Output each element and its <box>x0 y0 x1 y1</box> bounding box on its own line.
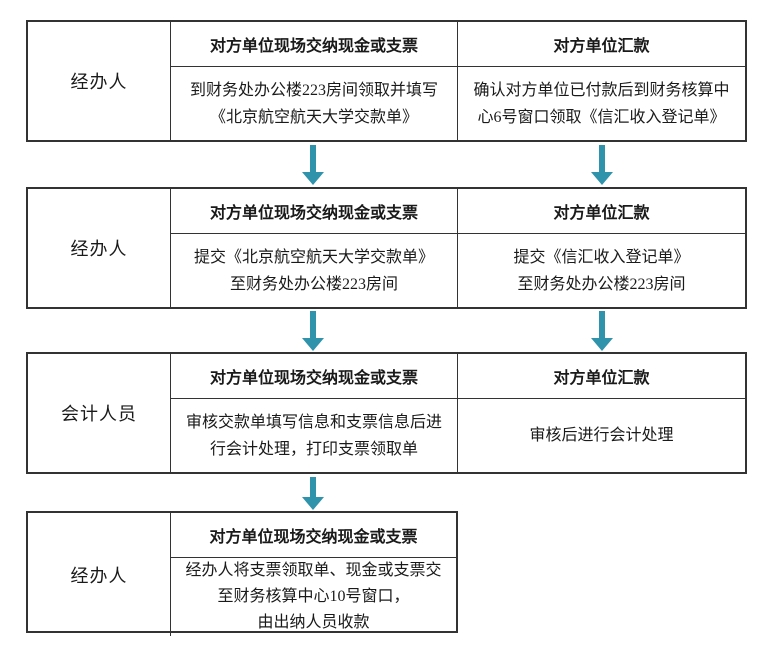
stage-2-remit-header: 对方单位汇款 <box>458 189 745 234</box>
stage-2: 经办人 对方单位现场交纳现金或支票 提交《北京航空航天大学交款单》 至财务处办公… <box>26 187 747 309</box>
stage-1-remit-body: 确认对方单位已付款后到财务核算中 心6号窗口领取《信汇收入登记单》 <box>473 81 730 126</box>
arrow-shaft <box>310 145 316 172</box>
stage-3-remit-body: 审核后进行会计处理 <box>529 427 674 444</box>
stage-2-role: 经办人 <box>28 189 171 307</box>
stage-2-remit-column: 对方单位汇款 提交《信汇收入登记单》 至财务处办公楼223房间 <box>457 189 745 307</box>
stage-1-remit-column: 对方单位汇款 确认对方单位已付款后到财务核算中 心6号窗口领取《信汇收入登记单》 <box>457 22 745 140</box>
stage-3-cash-body: 审核交款单填写信息和支票信息后进 行会计处理，打印支票领取单 <box>185 413 442 458</box>
arrow-head <box>302 338 324 351</box>
stage-2-cash-column: 对方单位现场交纳现金或支票 提交《北京航空航天大学交款单》 至财务处办公楼223… <box>171 189 457 307</box>
stage-4-cash-column: 对方单位现场交纳现金或支票 经办人将支票领取单、现金或支票交 至财务核算中心10… <box>171 513 456 636</box>
down-arrow-icon <box>302 477 324 510</box>
stage-1-cash-body: 到财务处办公楼223房间领取并填写 《北京航空航天大学交款单》 <box>189 81 438 126</box>
arrow-shaft <box>310 477 316 497</box>
stage-3: 会计人员 对方单位现场交纳现金或支票 审核交款单填写信息和支票信息后进 行会计处… <box>26 352 747 474</box>
down-arrow-icon <box>302 145 324 185</box>
arrow-head <box>302 497 324 510</box>
arrow-head <box>302 172 324 185</box>
arrow-shaft <box>599 311 605 338</box>
stage-1-cash-column: 对方单位现场交纳现金或支票 到财务处办公楼223房间领取并填写 《北京航空航天大… <box>171 22 457 140</box>
stage-4-cash-header: 对方单位现场交纳现金或支票 <box>171 513 456 558</box>
stage-1-cash-header: 对方单位现场交纳现金或支票 <box>171 22 457 67</box>
stage-3-remit-header: 对方单位汇款 <box>458 354 745 399</box>
stage-3-remit-column: 对方单位汇款 审核后进行会计处理 <box>457 354 745 472</box>
stage-2-remit-body: 提交《信汇收入登记单》 至财务处办公楼223房间 <box>513 248 690 293</box>
stage-2-cash-header: 对方单位现场交纳现金或支票 <box>171 189 457 234</box>
down-arrow-icon <box>591 145 613 185</box>
stage-4-role: 经办人 <box>28 513 171 636</box>
stage-1-role: 经办人 <box>28 22 171 140</box>
down-arrow-icon <box>302 311 324 351</box>
arrow-head <box>591 338 613 351</box>
stage-3-cash-column: 对方单位现场交纳现金或支票 审核交款单填写信息和支票信息后进 行会计处理，打印支… <box>171 354 457 472</box>
arrow-head <box>591 172 613 185</box>
stage-3-role: 会计人员 <box>28 354 171 472</box>
arrow-shaft <box>599 145 605 172</box>
stage-4: 经办人 对方单位现场交纳现金或支票 经办人将支票领取单、现金或支票交 至财务核算… <box>26 511 458 636</box>
stage-1-remit-header: 对方单位汇款 <box>458 22 745 67</box>
stage-2-cash-body: 提交《北京航空航天大学交款单》 至财务处办公楼223房间 <box>193 248 434 293</box>
arrow-shaft <box>310 311 316 338</box>
stage-1: 经办人 对方单位现场交纳现金或支票 到财务处办公楼223房间领取并填写 《北京航… <box>26 20 747 142</box>
down-arrow-icon <box>591 311 613 351</box>
stage-4-cash-body: 经办人将支票领取单、现金或支票交 至财务核算中心10号窗口， 由出纳人员收款 <box>185 562 442 631</box>
stage-3-cash-header: 对方单位现场交纳现金或支票 <box>171 354 457 399</box>
